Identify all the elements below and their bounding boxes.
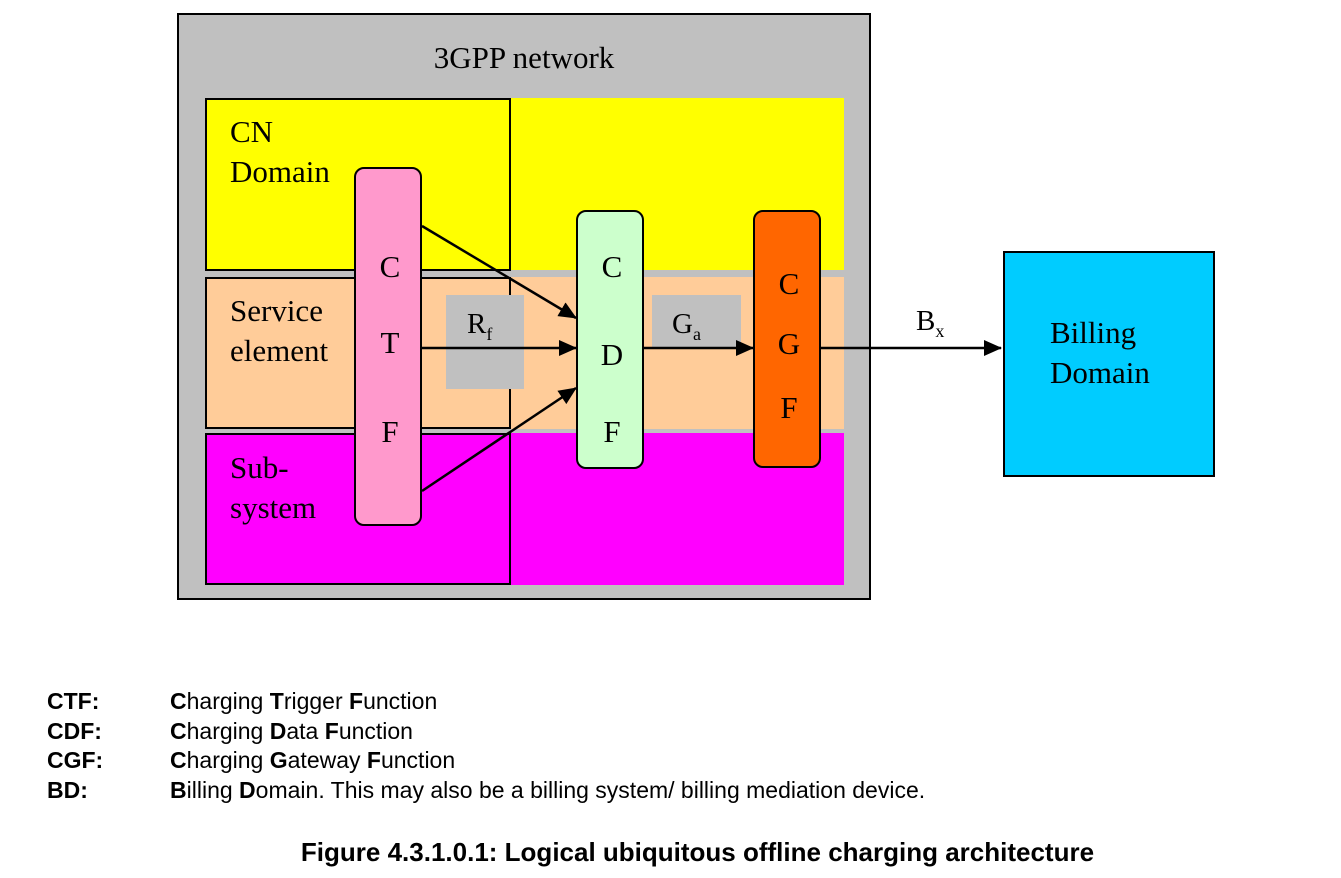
legend-description-part: unction <box>380 747 456 773</box>
billing-domain-label-line1: Billing <box>1050 315 1137 350</box>
rf-label: Rf <box>467 308 492 345</box>
cgf-letter-g: G <box>777 326 801 361</box>
ga-interface-box <box>652 295 741 349</box>
legend-description-part: ata <box>286 717 325 744</box>
rf-label-main: R <box>467 308 487 340</box>
ga-label: Ga <box>672 308 701 345</box>
subsystem-label-line2: system <box>230 490 317 525</box>
ctf-letter-c: C <box>379 249 401 284</box>
service-element-label-line2: element <box>230 333 329 368</box>
cn-domain-label: CN Domain <box>230 112 330 192</box>
legend-description-part: D <box>269 717 287 744</box>
legend-description-part: F <box>324 717 339 744</box>
legend-description-part: harging <box>186 717 270 744</box>
cdf-letter-f: F <box>603 414 621 449</box>
legend-description: Charging Data Function <box>170 718 413 745</box>
legend-description: Charging Gateway Function <box>170 747 455 774</box>
bx-label-main: B <box>916 305 936 337</box>
legend-description-part: F <box>366 747 381 773</box>
bx-label-sub: x <box>935 320 945 341</box>
legend-description-part: C <box>170 747 187 773</box>
ctf-letter-f: F <box>381 414 399 449</box>
ga-label-sub: a <box>692 323 701 344</box>
figure-caption: Figure 4.3.1.0.1: Logical ubiquitous off… <box>300 837 1095 867</box>
legend-description: Charging Trigger Function <box>170 688 437 715</box>
legend-description-part: ateway <box>287 747 367 773</box>
legend-description-part: unction <box>338 717 413 744</box>
legend-description-part: unction <box>363 688 438 714</box>
legend-description: Billing Domain. This may also be a billi… <box>170 777 925 804</box>
legend-description-part: G <box>269 747 288 773</box>
legend-description-part: D <box>239 776 256 803</box>
cn-domain-label-line1: CN <box>230 114 274 149</box>
ctf-cn-to-cdf-arrow <box>421 224 577 320</box>
legend-description-part: omain. This may also be a billing system… <box>255 776 926 803</box>
ctf-node: C T F <box>354 167 422 526</box>
cgf-node: C G F <box>753 210 821 468</box>
network-title: 3GPP network <box>433 40 615 75</box>
legend-description-part: harging <box>186 688 270 714</box>
subsystem-label: Sub- system <box>230 448 316 528</box>
service-element-label-line1: Service <box>230 293 323 328</box>
billing-domain-label: Billing Domain <box>1050 313 1150 393</box>
bx-label: Bx <box>916 305 944 342</box>
ctf-ss-to-cdf-arrow <box>421 386 577 493</box>
legend-description-part: illing <box>186 776 240 803</box>
legend-key: CGF: <box>47 747 104 773</box>
legend-description-part: F <box>349 688 364 714</box>
rf-interface-box <box>446 295 524 389</box>
legend-key: CDF: <box>47 717 102 744</box>
legend-key: BD: <box>47 776 88 803</box>
cgf-letter-f: F <box>780 390 798 425</box>
rf-label-sub: f <box>486 323 493 344</box>
service-element-label: Service element <box>230 291 328 371</box>
cdf-letter-c: C <box>601 249 623 284</box>
legend-description-part: B <box>170 776 187 803</box>
billing-domain-box <box>1003 251 1215 477</box>
ga-label-main: G <box>672 308 693 340</box>
cdf-letter-d: D <box>600 337 624 372</box>
ctf-letter-t: T <box>380 325 400 360</box>
subsystem-label-line1: Sub- <box>230 450 289 485</box>
cn-domain-label-line2: Domain <box>230 154 330 189</box>
billing-domain-label-line2: Domain <box>1050 355 1150 390</box>
cgf-letter-c: C <box>778 266 800 301</box>
legend-description-part: C <box>170 688 187 714</box>
legend-description-part: T <box>269 688 284 714</box>
legend-description-part: rigger <box>283 688 350 714</box>
legend-description-part: C <box>170 717 187 744</box>
legend-key: CTF: <box>47 688 100 714</box>
legend-description-part: harging <box>186 747 270 773</box>
cdf-node: C D F <box>576 210 644 469</box>
